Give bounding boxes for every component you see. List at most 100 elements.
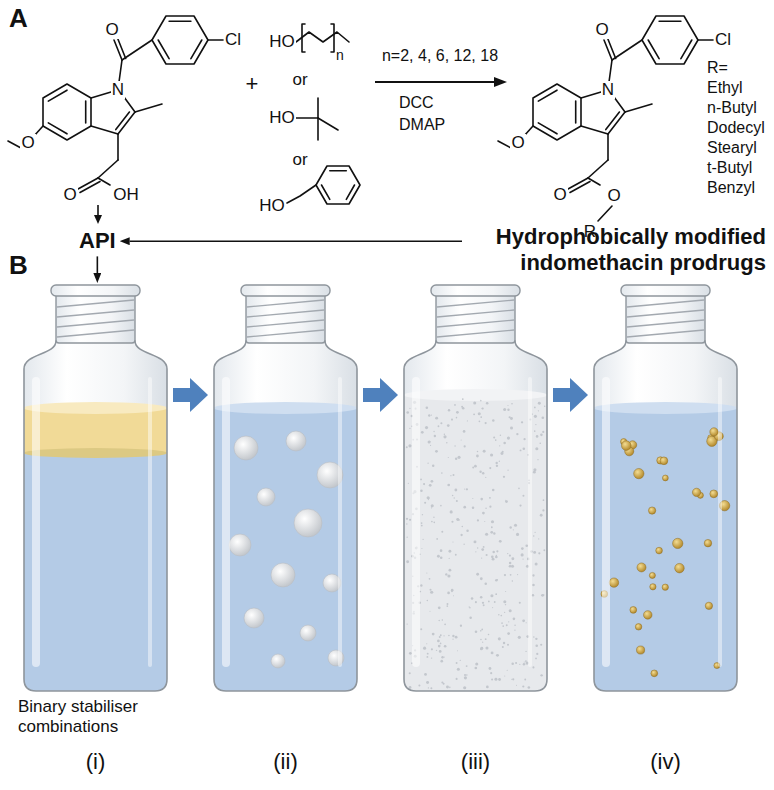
vial-illustration-part: [404, 341, 547, 691]
vial-illustration-part-part: [435, 417, 438, 420]
vial-illustration-part: [24, 341, 167, 691]
vial-illustration-part-part: [229, 534, 251, 556]
vial-illustration-part-part: [257, 488, 275, 506]
vial-illustration-part-part: [433, 522, 435, 524]
vial-illustration-part-part: [426, 643, 427, 644]
vial-illustration-part-part: [509, 609, 512, 612]
vial-illustration-part-part: [404, 389, 548, 401]
vial-illustration-part-part: [471, 597, 474, 600]
vial-illustration-part-part: [452, 635, 454, 637]
vial-illustration-part-part: [422, 514, 423, 515]
structure-bonds-part: [316, 166, 360, 204]
vial-illustration-part-part: [438, 620, 439, 621]
atom-label: O: [104, 21, 119, 40]
vial-illustration-part: [338, 377, 342, 667]
vial-illustration-part-part: [539, 442, 541, 444]
vial-illustration-part-part: [444, 645, 447, 648]
vial-illustration-part-part: [512, 580, 514, 582]
r-group-item: Stearyl: [706, 139, 758, 157]
vial-illustration-part-part: [464, 445, 466, 447]
vial-illustration-part-part: [439, 636, 441, 638]
vial-illustration-part-part: [440, 634, 442, 636]
vial-illustration-part-part: [496, 550, 498, 552]
vial-illustration-part-part: [482, 512, 485, 515]
atom-label: OH: [112, 186, 140, 205]
vial-illustration-part: [627, 310, 704, 317]
vial-illustration-part-part: [492, 607, 493, 608]
vial-illustration-part-part: [449, 687, 451, 689]
vial-illustration-part-part: [532, 574, 534, 576]
vial-illustration-part-part: [447, 574, 450, 577]
or-word: or: [291, 151, 308, 170]
vial-illustration-part: [222, 377, 230, 667]
vial-illustration-part-part: [498, 678, 501, 681]
r-group-item: n-Butyl: [706, 99, 758, 117]
vial-illustration-part-part: [507, 553, 508, 554]
prodrug-text-node: Hydrophobically modified indomethacin pr…: [462, 222, 770, 279]
vial-illustration-part-part: [525, 651, 526, 652]
vial-illustration-part-part: [456, 417, 458, 419]
vial-illustration-part-part: [514, 630, 515, 631]
structure-bonds-part: [317, 118, 319, 140]
vial-illustration-part-part: [463, 544, 464, 545]
vial-illustration-part-part: [704, 539, 711, 546]
vial-illustration-part-part: [483, 450, 486, 453]
reagent-label: DMAP: [398, 116, 446, 134]
api-leader-arrow: [94, 205, 102, 224]
vial-illustration-part-part: [431, 480, 434, 483]
atom-label: N: [111, 81, 125, 100]
vial-illustration-part: [437, 300, 514, 307]
vial-illustration-part-part: [444, 434, 445, 435]
vial-illustration-part-part: [480, 596, 483, 599]
vial-illustration-part-part: [431, 657, 432, 658]
vial-illustration-part-part: [481, 647, 482, 648]
vial-illustration-part-part: [421, 431, 424, 434]
atom-label: HO: [268, 33, 296, 52]
vial-illustration-part-part: [500, 435, 501, 436]
structure-bonds-part: [296, 32, 349, 42]
connector-arrow: [97, 256, 99, 273]
vial-illustration-part-part: [507, 670, 508, 671]
vial-illustration-part-part: [533, 636, 535, 638]
vial-illustration-part-part: [447, 424, 450, 427]
vial-node: (iv): [588, 283, 743, 777]
vial-illustration-part: [602, 377, 610, 667]
vial-illustration-part: [437, 320, 514, 327]
vial-illustration-part-part: [244, 608, 264, 628]
vial-illustration-part-part: [499, 445, 500, 446]
vial-illustration-part-part: [478, 412, 481, 415]
vial-illustration-part-part: [491, 520, 494, 523]
vial-illustration-part-part: [443, 435, 446, 438]
vial-illustration-part-part: [426, 573, 427, 574]
vial-illustration-part-part: [525, 660, 527, 662]
vial-illustration-part-part: [420, 628, 422, 630]
vial-illustration-part-part: [423, 647, 426, 650]
vial-illustration-part-part: [485, 646, 488, 649]
node-label: Hydrophobically modified indomethacin pr…: [466, 224, 766, 277]
vial-illustration-part-part: [656, 547, 663, 554]
vial-illustration-part-part: [493, 436, 495, 438]
vial-illustration-part-part: [432, 633, 435, 636]
atom-label: O: [606, 187, 621, 206]
vial-illustration-part-part: [460, 625, 462, 627]
vial-illustration-part-part: [444, 623, 446, 625]
vial-illustration-part-part: [455, 457, 457, 459]
vial-illustration-part-part: [449, 558, 450, 559]
vial-illustration-part-part: [469, 617, 472, 620]
vial-illustration: [208, 283, 363, 693]
vial-illustration-part-part: [544, 405, 546, 407]
vial-illustration-part-part: [522, 685, 524, 687]
vial-illustration-part-part: [451, 591, 453, 593]
vial-illustration-part-part: [540, 644, 542, 646]
vial-illustration-part-part: [420, 584, 422, 586]
vial-illustration-part-part: [520, 449, 522, 451]
vial-illustration-part-part: [214, 402, 358, 414]
vial-illustration-part-part: [456, 411, 459, 414]
atom-label: O: [510, 134, 525, 153]
r-group-item: t-Butyl: [706, 159, 753, 177]
vial-illustration-part: [627, 330, 704, 337]
vial-illustration-part-part: [488, 634, 490, 636]
vial-illustration-part-part: [489, 506, 491, 508]
vial-illustration-part-part: [710, 490, 718, 498]
vial-illustration-part-part: [424, 502, 426, 504]
